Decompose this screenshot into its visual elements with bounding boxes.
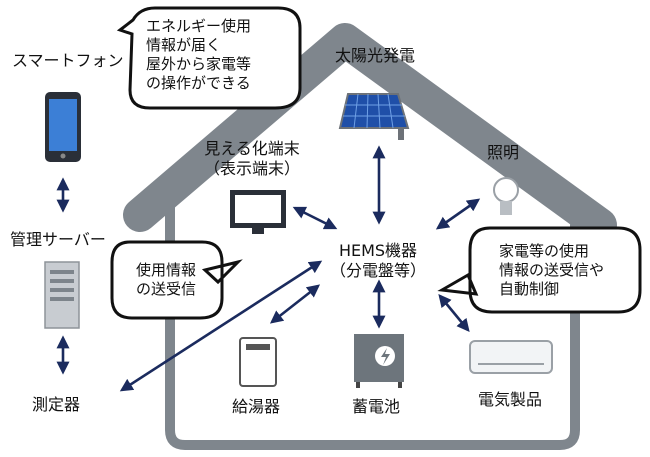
- monitor-icon: [230, 190, 286, 234]
- water-heater-icon: [239, 337, 277, 387]
- bubble-right-text: 家電等の使用 情報の送受信や 自動制御: [499, 242, 605, 298]
- arrow-heater-hems: [269, 284, 321, 324]
- air-conditioner-icon: [469, 340, 553, 374]
- bubble-right: [437, 226, 642, 314]
- bubble-top: [116, 6, 302, 110]
- bubble-top-text: エネルギー使用 情報が届く 屋外から家電等 の操作ができる: [146, 17, 252, 92]
- light-bulb-icon: [493, 177, 519, 215]
- smartphone-icon: [45, 92, 81, 162]
- arrow-display-hems: [292, 206, 338, 230]
- connection-arrows: [56, 145, 481, 392]
- arrow-light-hems: [435, 198, 481, 230]
- label-water-heater: 給湯器: [232, 397, 281, 416]
- arrow-meter-hems: [119, 260, 323, 392]
- label-battery: 蓄電池: [352, 397, 401, 416]
- battery-icon: [354, 334, 404, 388]
- server-icon: [44, 261, 80, 329]
- label-hems: HEMS機器 （分電盤等）: [329, 241, 427, 280]
- solar-panel-icon: [338, 93, 410, 140]
- bubble-left-text: 使用情報 の送受信: [136, 261, 197, 298]
- label-solar: 太陽光発電: [334, 46, 416, 65]
- arrow-appliance-hems: [438, 293, 470, 333]
- label-appliances: 電気製品: [478, 390, 543, 409]
- label-smartphone: スマートフォン: [12, 51, 124, 70]
- label-meter: 測定器: [32, 395, 81, 414]
- label-lighting: 照明: [487, 143, 520, 162]
- house-outline: [123, 23, 617, 450]
- label-display: 見える化端末 （表示端末）: [203, 139, 301, 178]
- label-server: 管理サーバー: [10, 230, 106, 249]
